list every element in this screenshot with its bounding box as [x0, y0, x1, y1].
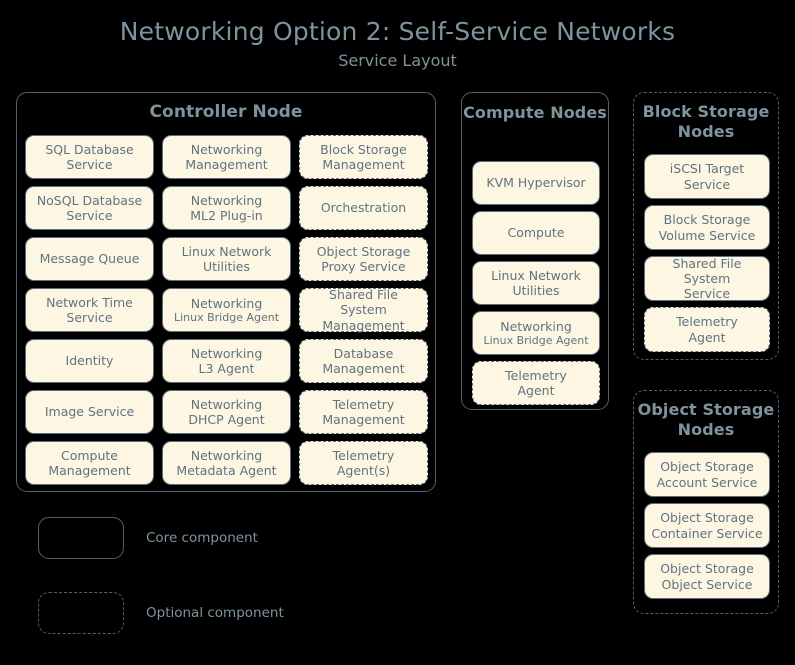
component-sublabel: Linux Bridge Agent: [173, 310, 280, 324]
page-title: Networking Option 2: Self-Service Networ…: [119, 17, 676, 46]
group-title-object-storage-nodes: Object Storage Nodes: [637, 400, 775, 439]
component-box: Orchestration: [299, 186, 428, 230]
component-label: KVM Hypervisor: [486, 175, 586, 191]
legend-item: Optional component: [38, 590, 368, 635]
group-title-compute-nodes: Compute Nodes: [463, 103, 607, 122]
diagram-header: Networking Option 2: Self-Service Networ…: [0, 17, 795, 70]
legend-label: Optional component: [146, 604, 284, 621]
legend-label: Core component: [146, 529, 258, 546]
component-label: Compute: [507, 225, 565, 241]
page-subtitle: Service Layout: [338, 50, 457, 70]
legend-swatch-solid: [38, 516, 124, 559]
component-label: Image Service: [44, 404, 135, 420]
component-box: Message Queue: [25, 237, 154, 281]
legend-item: Core component: [38, 515, 368, 560]
component-label: Orchestration: [320, 200, 407, 216]
component-box: Identity: [25, 339, 154, 383]
legend-swatch-dashed: [38, 591, 124, 634]
component-sublabel: Linux Bridge Agent: [483, 333, 589, 347]
component-label: Message Queue: [39, 251, 140, 267]
component-box: Compute: [472, 211, 600, 255]
component-box: KVM Hypervisor: [472, 161, 600, 205]
group-title-controller-node: Controller Node: [149, 102, 303, 122]
component-label: Identity: [65, 353, 114, 369]
component-box: Image Service: [25, 390, 154, 434]
group-title-block-storage-nodes: Block Storage Nodes: [642, 102, 770, 141]
